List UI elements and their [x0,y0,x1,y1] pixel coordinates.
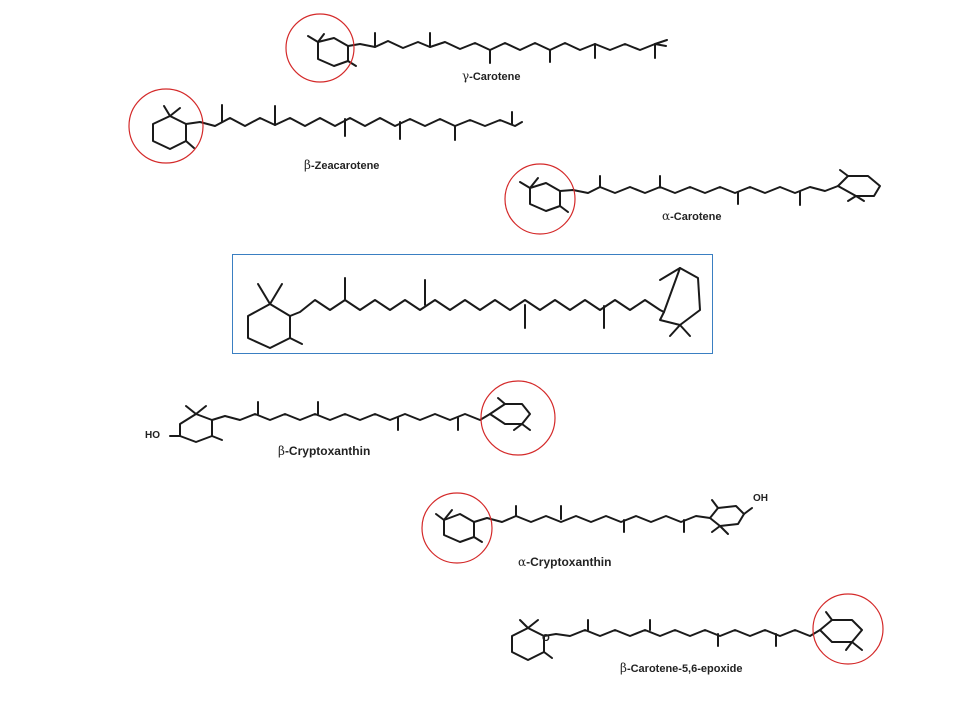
highlight-circle-alpha-cryptoxanthin [421,492,493,564]
atom-label-o: O [542,633,550,644]
atom-label-oh: OH [753,493,768,504]
greek-prefix: α [518,555,527,569]
beta-carotene-boxed-structure [247,267,701,349]
highlight-circle-gamma-carotene [285,13,355,83]
greek-prefix: α [662,209,671,223]
beta-cryptoxanthin-structure [169,397,531,443]
molecule-label-alpha-cryptoxanthin: α-Cryptoxanthin [518,555,611,569]
molecule-name: -Carotene-5,6-epoxide [626,663,743,675]
molecule-label-gamma-carotene: γ-Carotene [462,69,521,83]
molecule-label-beta-cryptoxanthin: β-Cryptoxanthin [278,444,370,458]
molecule-name: -Cryptoxanthin [284,444,371,458]
highlight-circle-epoxide [812,593,884,665]
highlight-box-center-structure [232,254,713,354]
highlight-circle-alpha-carotene [504,163,576,235]
molecule-label-beta-carotene-epoxide: β-Carotene-5,6-epoxide [620,661,742,675]
greek-prefix: β [304,158,311,172]
atom-label-ho: HO [145,430,160,441]
molecule-name: -Cryptoxanthin [526,555,612,569]
greek-prefix: γ [462,69,470,83]
gamma-carotene-structure [307,32,668,67]
highlight-circle-beta-cryptoxanthin [480,380,556,456]
beta-carotene-epoxide-structure [511,611,863,661]
alpha-cryptoxanthin-structure [435,499,753,543]
molecule-name: -Carotene [670,211,722,223]
molecule-label-beta-zeacarotene: β-Zeacarotene [304,158,379,172]
molecule-name: -Carotene [469,71,521,83]
highlight-circle-beta-zeacarotene [128,88,204,164]
molecule-name: -Zeacarotene [310,160,380,172]
beta-zeacarotene-structure [152,104,523,150]
greek-prefix: β [620,661,627,675]
greek-prefix: β [278,444,285,458]
molecule-label-alpha-carotene: α-Carotene [662,209,721,223]
alpha-carotene-structure [519,169,881,213]
